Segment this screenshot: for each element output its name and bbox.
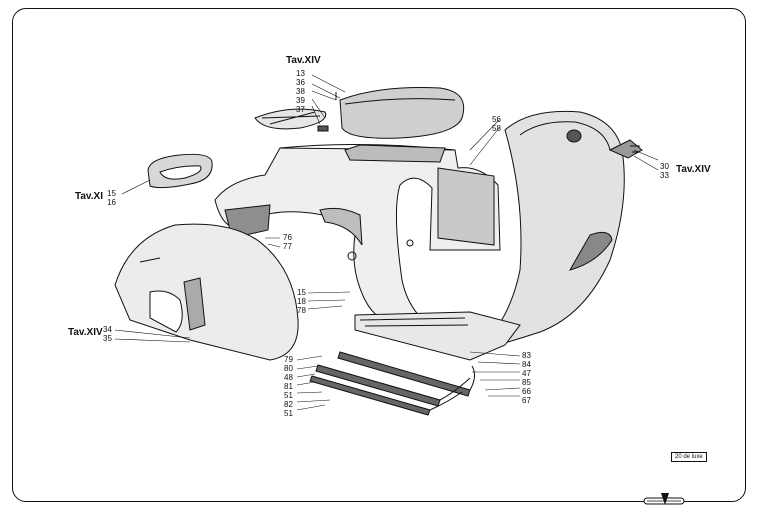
callout-number: 80 bbox=[284, 364, 293, 373]
model-tag: 20 de luxe bbox=[671, 452, 707, 462]
runner-strips bbox=[309, 351, 476, 416]
floorboard bbox=[354, 311, 521, 361]
callout-tank-group: 56 58 bbox=[492, 115, 501, 133]
callout-pillion-group: 15 16 bbox=[107, 189, 116, 207]
ref-left-low: Tav.XIV bbox=[68, 327, 103, 338]
callout-number: 56 bbox=[492, 115, 501, 124]
callout-number: 37 bbox=[296, 105, 305, 114]
callout-number: 76 bbox=[283, 233, 292, 242]
callout-number: 15 bbox=[297, 288, 306, 297]
brand-logo-icon bbox=[643, 493, 685, 505]
callout-number: 16 bbox=[107, 198, 116, 207]
callout-number: 36 bbox=[296, 78, 305, 87]
callout-number: 77 bbox=[283, 242, 292, 251]
callout-floor-group: 15 18 78 bbox=[297, 288, 306, 315]
callout-number: 81 bbox=[284, 382, 293, 391]
seat-base-plate bbox=[254, 108, 327, 130]
callout-number: 47 bbox=[522, 369, 531, 378]
callout-number: 35 bbox=[103, 334, 112, 343]
callout-number: 15 bbox=[107, 189, 116, 198]
ref-right: Tav.XIV bbox=[676, 164, 711, 175]
leg-shield bbox=[476, 110, 625, 351]
callout-runner-left: 79 80 48 81 51 82 51 bbox=[284, 355, 293, 418]
callout-number: 51 bbox=[284, 391, 293, 400]
callout-number: 66 bbox=[522, 387, 531, 396]
callout-seat-group: 13 36 38 39 37 bbox=[296, 69, 305, 114]
callout-number: 58 bbox=[492, 124, 501, 133]
side-cowl bbox=[114, 223, 299, 361]
callout-frame-mid: 76 77 bbox=[283, 233, 292, 251]
callout-number: 18 bbox=[297, 297, 306, 306]
drawing-border bbox=[12, 8, 746, 502]
seat-cushion bbox=[339, 87, 465, 139]
callout-number: 39 bbox=[296, 96, 305, 105]
callout-number: 84 bbox=[522, 360, 531, 369]
main-body-shell bbox=[214, 143, 501, 352]
toolbox-housing bbox=[147, 153, 213, 189]
callout-number: 34 bbox=[103, 325, 112, 334]
callout-number: 85 bbox=[522, 378, 531, 387]
callout-number: 48 bbox=[284, 373, 293, 382]
callout-number: 79 bbox=[284, 355, 293, 364]
ref-left-mid: Tav.XI bbox=[75, 191, 103, 202]
callout-right-group: 30 33 bbox=[660, 162, 669, 180]
callout-side-panel: 34 35 bbox=[103, 325, 112, 343]
leader-lines bbox=[114, 74, 659, 411]
callout-number: 82 bbox=[284, 400, 293, 409]
callout-number: 78 bbox=[297, 306, 306, 315]
callout-number: 38 bbox=[296, 87, 305, 96]
callout-number: 51 bbox=[284, 409, 293, 418]
callout-number: 67 bbox=[522, 396, 531, 405]
callout-runner-right: 83 84 47 85 66 67 bbox=[522, 351, 531, 405]
callout-number: 83 bbox=[522, 351, 531, 360]
callout-number: 13 bbox=[296, 69, 305, 78]
callout-number: 33 bbox=[660, 171, 669, 180]
callout-number: 30 bbox=[660, 162, 669, 171]
ref-top: Tav.XIV bbox=[286, 55, 321, 66]
